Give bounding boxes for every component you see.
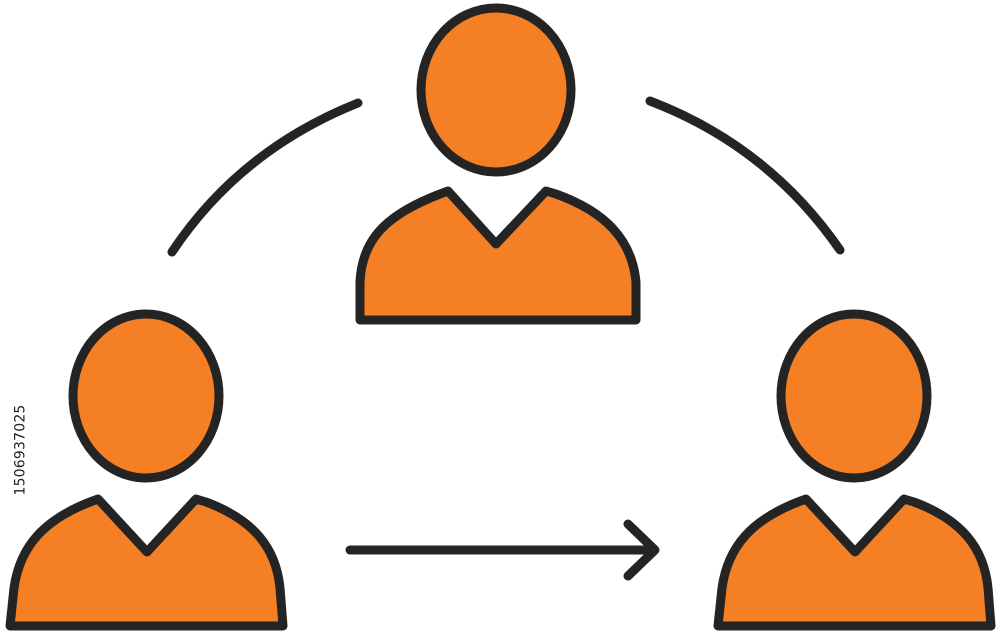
arc-left-icon xyxy=(167,98,363,257)
image-id-watermark: 1506937025 xyxy=(6,388,36,512)
person-right-icon xyxy=(713,309,996,631)
person-top-icon xyxy=(355,3,641,325)
arc-right-icon xyxy=(645,96,845,255)
image-id-text: 1506937025 xyxy=(13,404,30,496)
arrow-right-icon xyxy=(345,519,660,581)
person-left-icon xyxy=(5,309,288,631)
